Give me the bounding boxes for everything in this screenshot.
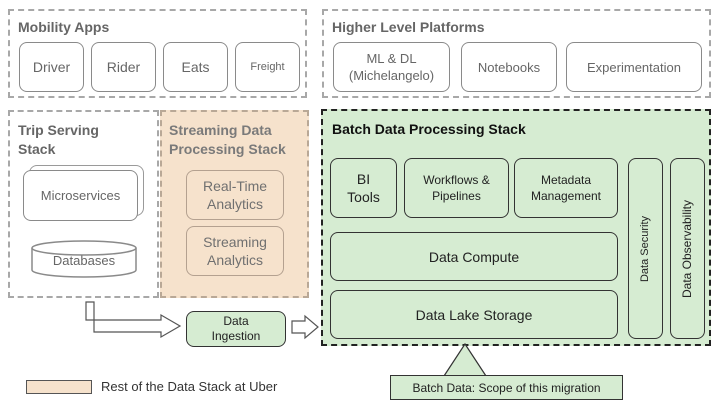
data-compute: Data Compute: [330, 232, 618, 281]
freight-app: Freight: [235, 42, 300, 92]
databases-label: Databases: [52, 253, 116, 268]
workflows-pipelines: Workflows & Pipelines: [404, 158, 509, 218]
experimentation-platform: Experimentation: [566, 42, 702, 92]
mobility-apps-title: Mobility Apps: [18, 19, 110, 35]
batch-title: Batch Data Processing Stack: [332, 121, 526, 137]
higher-level-platforms-title: Higher Level Platforms: [332, 19, 485, 35]
rider-app: Rider: [91, 42, 156, 92]
streaming-title: Streaming Data Processing Stack: [169, 122, 286, 157]
mobility-apps-section: Mobility Apps Driver Rider Eats Freight: [8, 9, 307, 98]
streaming-analytics: Streaming Analytics: [186, 226, 284, 276]
batch-scope-callout: Batch Data: Scope of this migration: [390, 375, 623, 400]
higher-level-platforms-section: Higher Level Platforms ML & DL (Michelan…: [322, 9, 711, 98]
metadata-management: Metadata Management: [514, 158, 618, 218]
driver-app: Driver: [19, 42, 84, 92]
bi-tools: BI Tools: [330, 158, 397, 218]
eats-app: Eats: [163, 42, 228, 92]
data-lake-storage: Data Lake Storage: [330, 290, 618, 339]
notebooks-platform: Notebooks: [461, 42, 557, 92]
legend-swatch: [26, 380, 92, 394]
legend-label: Rest of the Data Stack at Uber: [101, 379, 278, 394]
ml-dl-platform: ML & DL (Michelangelo): [333, 42, 450, 92]
real-time-analytics: Real-Time Analytics: [186, 170, 284, 220]
microservices: Microservices: [23, 170, 138, 221]
trip-serving-title: Trip Serving Stack: [18, 122, 99, 157]
trip-serving-stack: Trip Serving Stack: [8, 110, 159, 298]
data-observability: Data Observability: [670, 158, 705, 339]
data-ingestion: Data Ingestion: [186, 311, 286, 347]
data-security: Data Security: [628, 158, 663, 339]
